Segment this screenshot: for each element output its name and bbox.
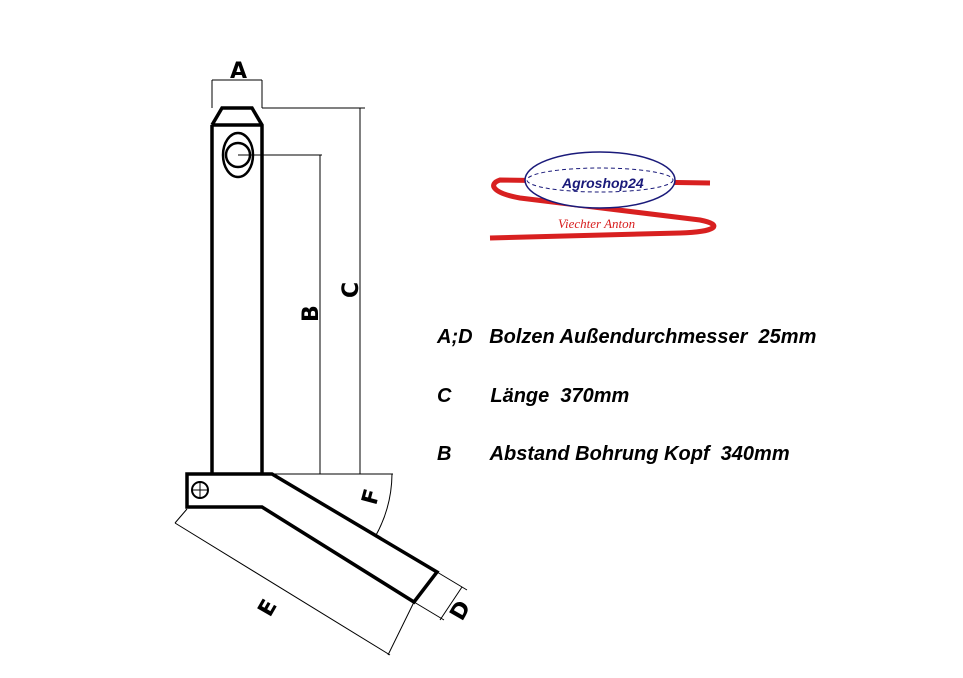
label-b: B: [299, 305, 324, 322]
label-f: F: [358, 487, 386, 508]
pin-shaft: [210, 106, 264, 474]
label-e: E: [254, 595, 283, 621]
spec-length: C Länge 370mm: [437, 385, 630, 407]
label-c: C: [339, 282, 364, 298]
spec-diameter: A;D Bolzen Außendurchmesser 25mm: [437, 326, 817, 348]
pin-base: [185, 472, 440, 605]
label-a: A: [230, 59, 247, 84]
logo-owner: Viechter Anton: [558, 216, 635, 231]
label-d: D: [446, 597, 477, 625]
dimension-lines: [174, 79, 468, 656]
pin-drawing: [185, 106, 440, 605]
agroshop-logo: Agroshop24 Viechter Anton: [489, 151, 717, 241]
logo-brand: Agroshop24: [561, 175, 644, 191]
spec-hole-distance: B Abstand Bohrung Kopf 340mm: [437, 443, 790, 465]
